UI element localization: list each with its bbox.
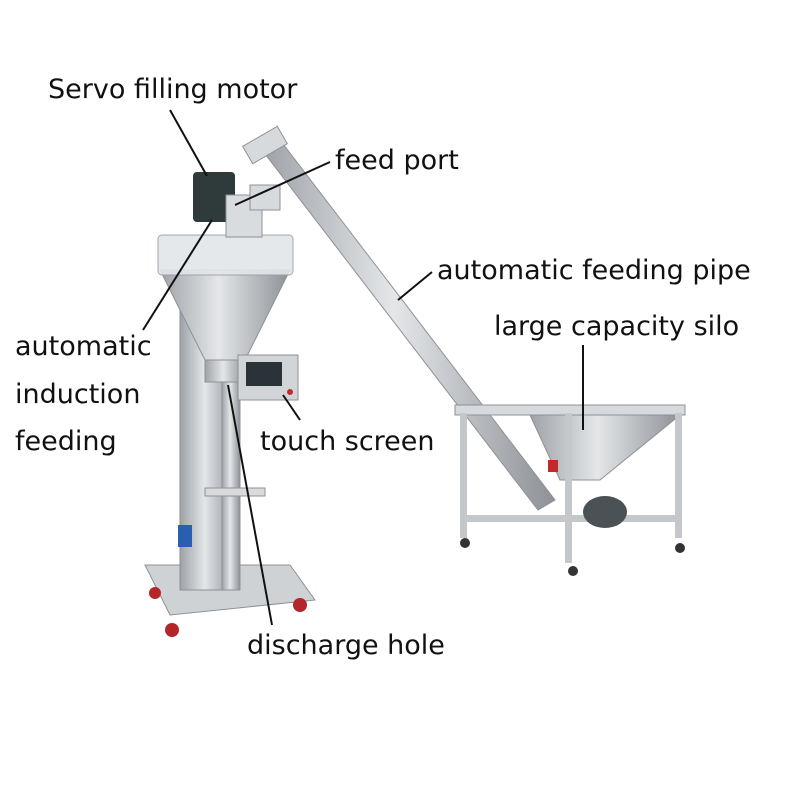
label-servo-filling-motor: Servo filling motor: [48, 74, 298, 105]
label-automatic-induction-feeding-3: feeding: [15, 426, 117, 457]
label-automatic-induction-feeding-2: induction: [15, 379, 141, 410]
servo-motor: [193, 172, 235, 222]
label-feed-port: feed port: [335, 145, 459, 176]
label-large-capacity-silo: large capacity silo: [494, 311, 740, 342]
label-touch-screen: touch screen: [260, 426, 435, 457]
label-automatic-feeding-pipe: automatic feeding pipe: [437, 255, 751, 286]
leader-lines: [142, 109, 584, 626]
label-automatic-induction-feeding-1: automatic: [15, 331, 152, 362]
label-discharge-hole: discharge hole: [247, 630, 445, 661]
